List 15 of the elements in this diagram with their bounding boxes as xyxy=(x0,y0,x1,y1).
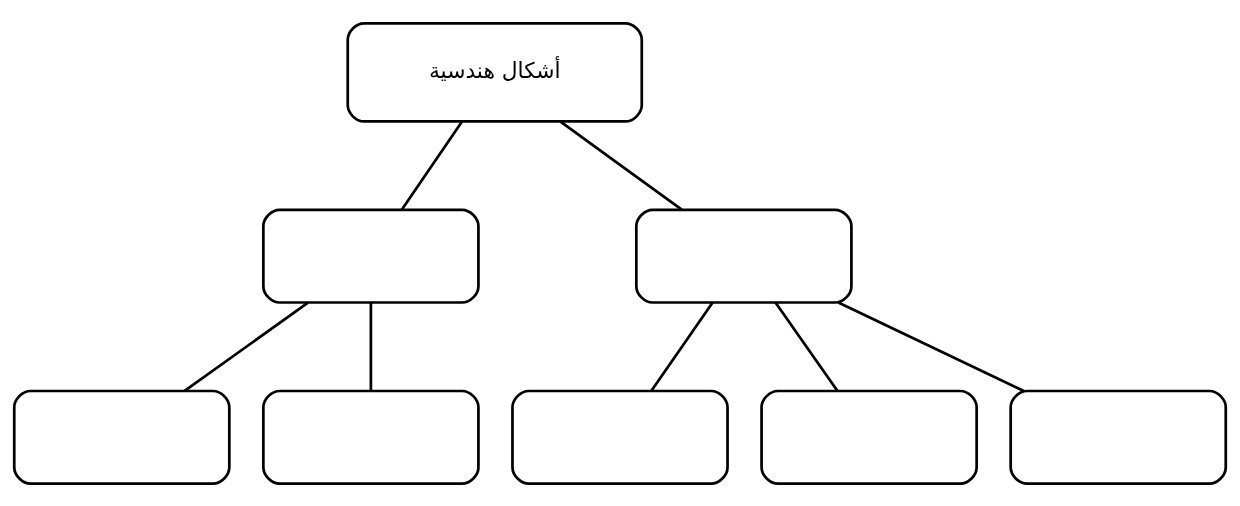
node-box xyxy=(760,389,978,485)
connector xyxy=(560,120,683,211)
node-box xyxy=(262,208,480,304)
node-box xyxy=(511,389,729,485)
connector xyxy=(369,302,373,391)
node-box xyxy=(262,389,480,485)
node-box xyxy=(635,208,853,304)
node-box xyxy=(1009,389,1228,485)
connector xyxy=(774,301,839,392)
node-box xyxy=(12,389,231,485)
connector xyxy=(400,120,463,210)
connector xyxy=(650,301,714,392)
connector xyxy=(183,301,309,392)
node-box: أشكال هندسية xyxy=(346,21,644,123)
connector xyxy=(837,300,1025,392)
